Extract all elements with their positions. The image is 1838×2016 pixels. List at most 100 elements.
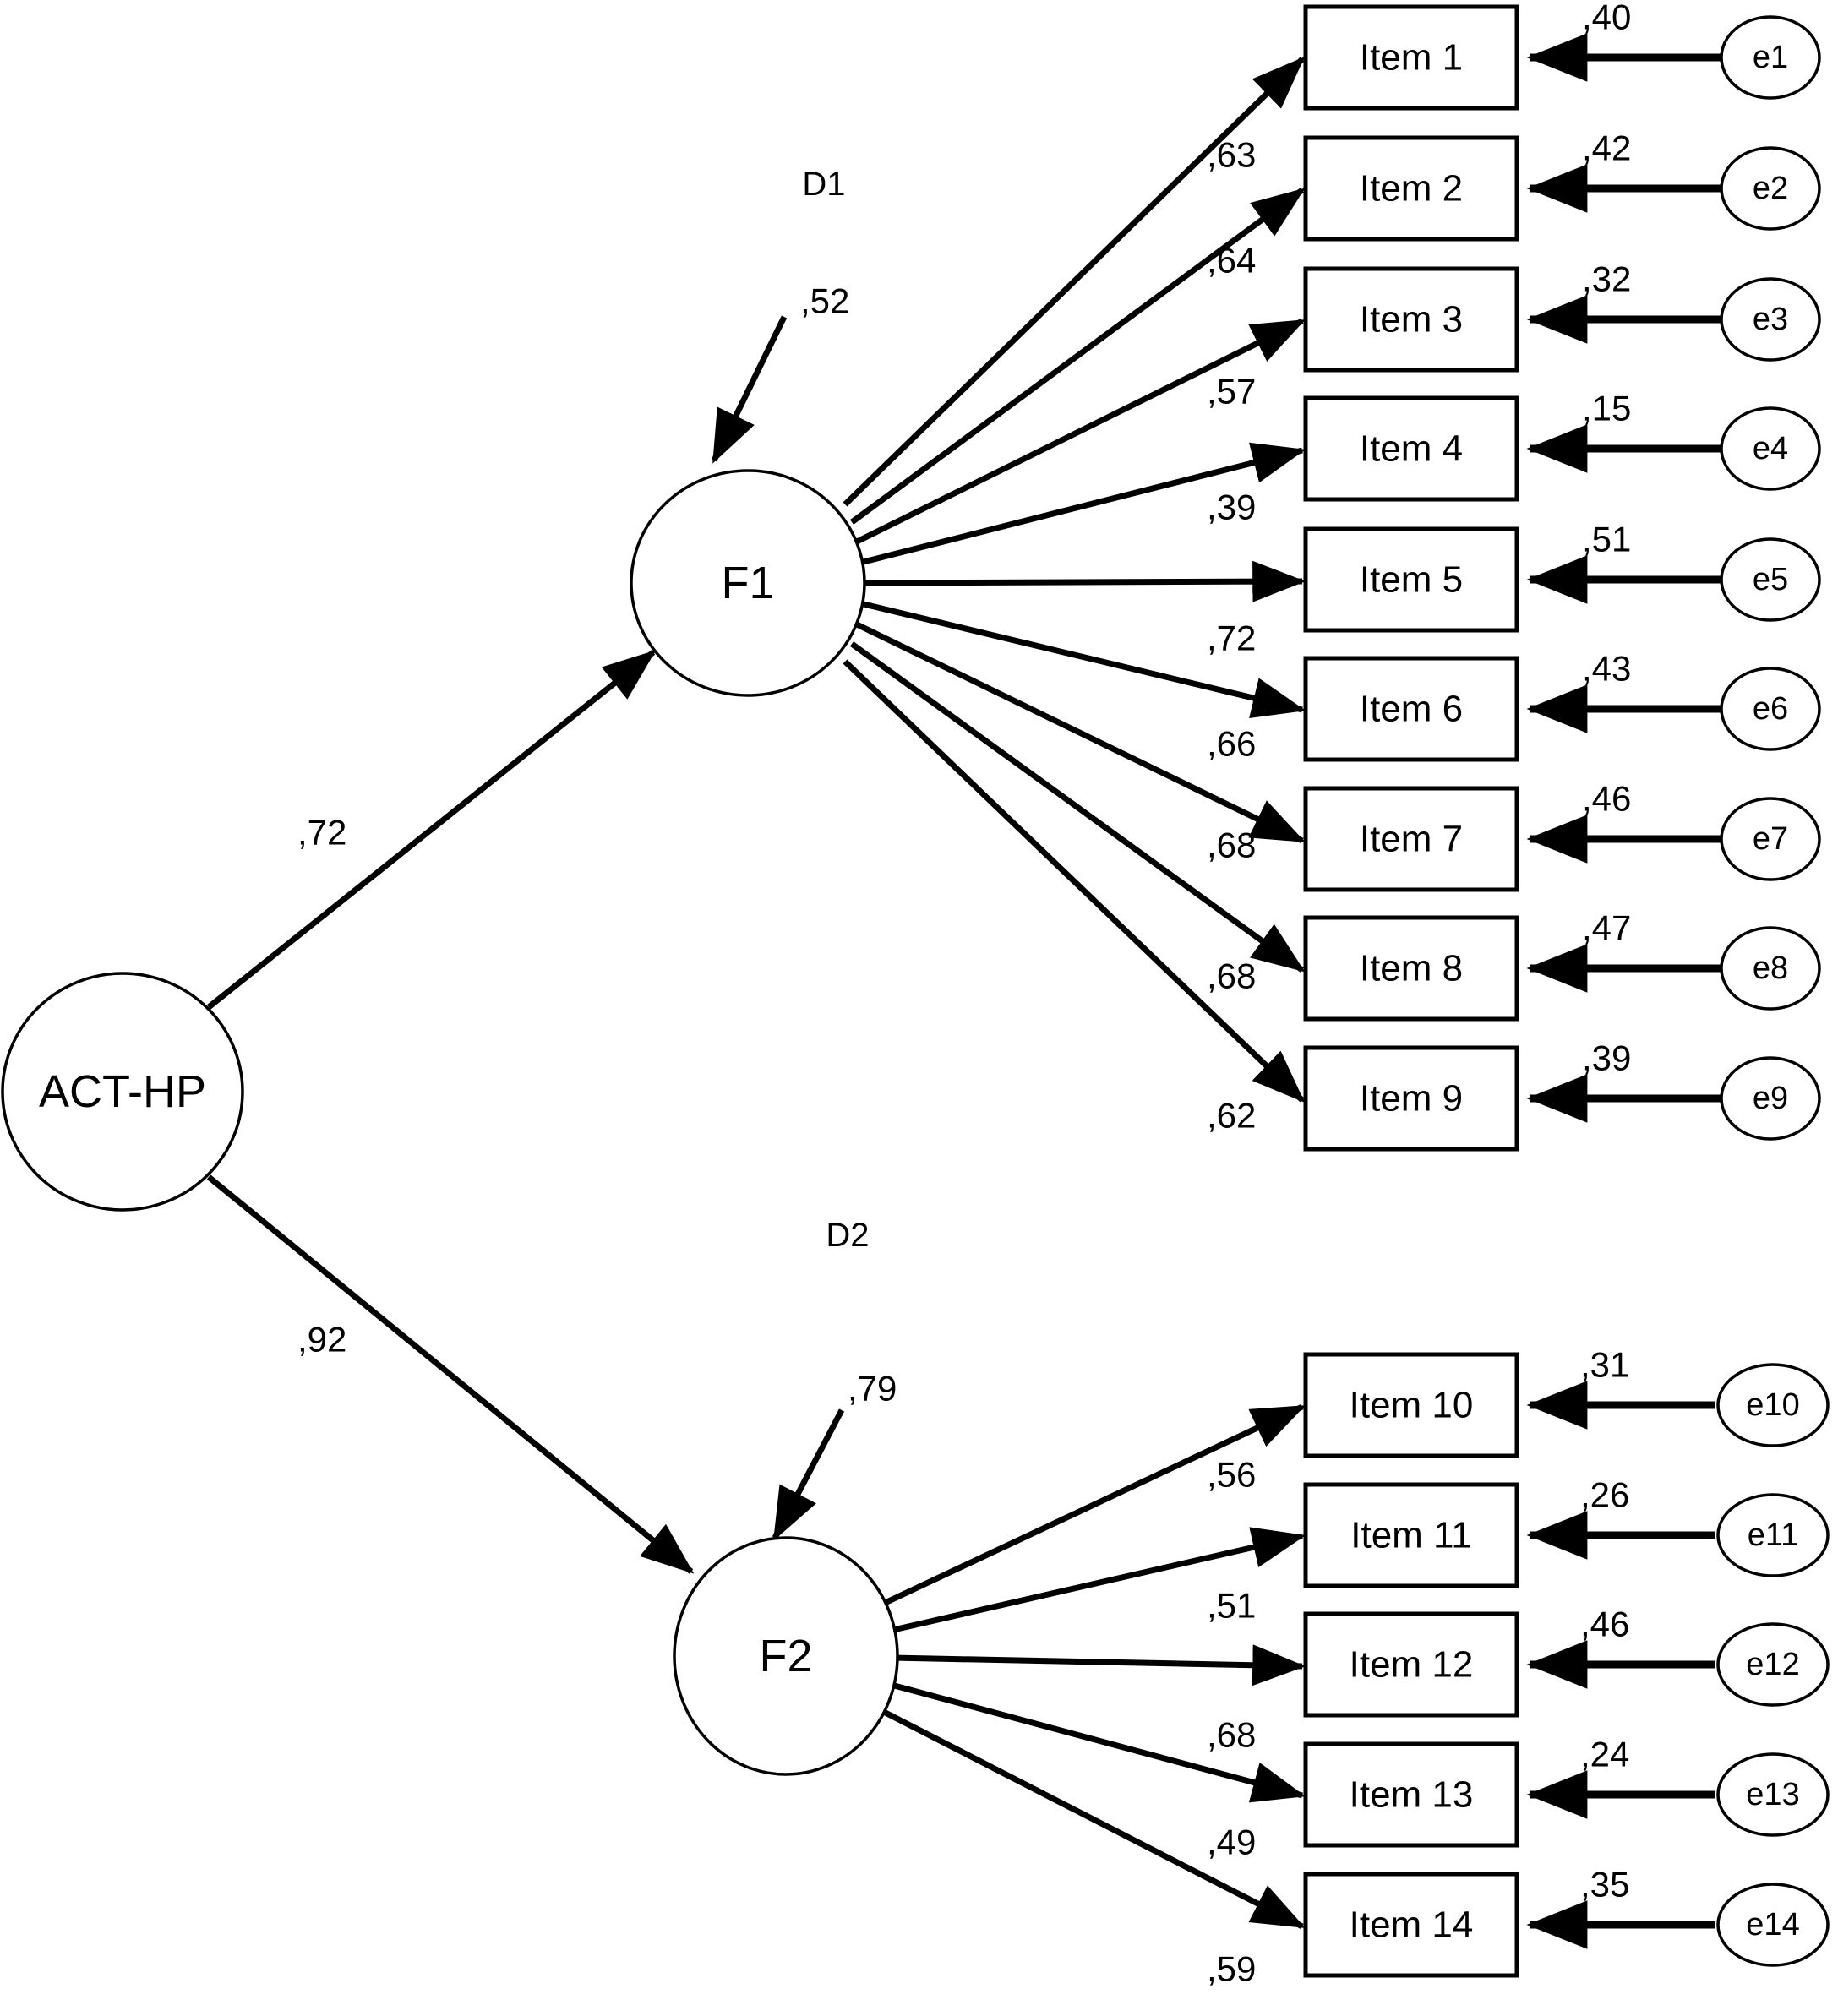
item-box-11[interactable]: Item 11	[1303, 1482, 1519, 1588]
error-label-e5: e5	[1753, 562, 1788, 597]
item-label-13: Item 13	[1350, 1774, 1474, 1816]
structural-path-acthp-f2: ,92	[206, 1174, 695, 1574]
loading-path-f2-item12: ,68	[892, 1644, 1306, 1755]
error-label-e3: e3	[1753, 302, 1788, 337]
item-label-6: Item 6	[1360, 689, 1463, 730]
loading-path-f1-item6: ,66	[859, 600, 1306, 764]
loading-path-f1-item9: ,62	[843, 659, 1306, 1136]
item-box-5[interactable]: Item 5	[1303, 526, 1519, 633]
coefficient-f1-item5: ,72	[1207, 618, 1256, 658]
error-arrow-e14: ,35	[1526, 1865, 1715, 1949]
coefficient-acthp-f2: ,92	[297, 1320, 346, 1359]
error-node-e1[interactable]: e1	[1720, 15, 1821, 100]
item-label-9: Item 9	[1360, 1078, 1463, 1120]
item-label-4: Item 4	[1360, 428, 1463, 470]
error-node-e9[interactable]: e9	[1720, 1056, 1821, 1141]
item-box-8[interactable]: Item 8	[1303, 915, 1519, 1022]
error-node-e6[interactable]: e6	[1720, 667, 1821, 751]
error-node-e4[interactable]: e4	[1720, 406, 1821, 491]
error-arrow-e4: ,15	[1526, 389, 1721, 473]
factor-label-f1: F1	[721, 558, 774, 608]
item-label-12: Item 12	[1350, 1644, 1474, 1686]
error-arrow-e2: ,42	[1526, 128, 1721, 213]
error-node-e5[interactable]: e5	[1720, 537, 1821, 622]
error-arrow-e13: ,24	[1526, 1735, 1715, 1819]
coefficient-e5: ,51	[1582, 520, 1631, 559]
error-node-e11[interactable]: e11	[1716, 1493, 1830, 1577]
item-box-2[interactable]: Item 2	[1303, 135, 1519, 242]
error-node-e13[interactable]: e13	[1716, 1752, 1830, 1837]
second-order-factor-label: ACT-HP	[39, 1066, 206, 1117]
disturbance-d1: D1 ,52	[711, 166, 849, 464]
coefficient-d2: ,79	[848, 1369, 897, 1408]
error-arrow-e3: ,32	[1526, 259, 1721, 344]
error-node-e7[interactable]: e7	[1720, 797, 1821, 881]
coefficient-f1-item8: ,68	[1207, 956, 1256, 996]
coefficient-f1-item6: ,66	[1207, 724, 1256, 764]
coefficient-e1: ,40	[1582, 0, 1631, 37]
coefficient-f1-item4: ,39	[1207, 488, 1256, 527]
error-arrow-e7: ,46	[1526, 779, 1721, 864]
item-box-3[interactable]: Item 3	[1303, 266, 1519, 373]
error-arrow-e10: ,31	[1526, 1345, 1715, 1430]
coefficient-f2-item13: ,49	[1207, 1823, 1256, 1862]
coefficient-e13: ,24	[1580, 1735, 1629, 1774]
item-label-3: Item 3	[1360, 299, 1463, 341]
item-label-7: Item 7	[1360, 819, 1463, 860]
loading-path-f1-item8: ,68	[849, 641, 1306, 996]
loading-path-f1-item5: ,72	[861, 560, 1306, 658]
disturbance-label-d2: D2	[826, 1217, 869, 1254]
item-label-10: Item 10	[1350, 1385, 1474, 1426]
coefficient-f2-item10: ,56	[1207, 1455, 1256, 1495]
item-box-7[interactable]: Item 7	[1303, 786, 1519, 892]
error-label-e11: e11	[1748, 1517, 1799, 1553]
item-box-9[interactable]: Item 9	[1303, 1045, 1519, 1152]
coefficient-e2: ,42	[1582, 128, 1631, 168]
item-box-13[interactable]: Item 13	[1303, 1741, 1519, 1848]
loading-path-f2-item13: ,49	[887, 1681, 1306, 1862]
coefficient-e3: ,32	[1582, 259, 1631, 299]
error-node-e3[interactable]: e3	[1720, 277, 1821, 362]
error-arrow-e5: ,51	[1526, 520, 1721, 604]
loading-path-f1-item3: ,57	[855, 318, 1306, 545]
item-label-5: Item 5	[1360, 559, 1463, 601]
error-node-e8[interactable]: e8	[1720, 926, 1821, 1011]
item-box-6[interactable]: Item 6	[1303, 656, 1519, 762]
second-order-factor-acthp[interactable]: ACT-HP	[1, 972, 244, 1212]
error-label-e8: e8	[1753, 951, 1788, 986]
error-node-e12[interactable]: e12	[1716, 1622, 1830, 1707]
error-arrow-e11: ,26	[1526, 1475, 1715, 1560]
error-node-e10[interactable]: e10	[1716, 1363, 1830, 1447]
item-box-12[interactable]: Item 12	[1303, 1611, 1519, 1718]
coefficient-e14: ,35	[1580, 1865, 1629, 1904]
coefficient-f2-item12: ,68	[1207, 1715, 1256, 1755]
factor-node-f2[interactable]: F2	[673, 1536, 899, 1776]
error-node-e14[interactable]: e14	[1716, 1883, 1830, 1967]
error-arrow-e6: ,43	[1526, 649, 1721, 733]
item-box-4[interactable]: Item 4	[1303, 395, 1519, 502]
factor-node-f1[interactable]: F1	[630, 469, 866, 697]
item-box-10[interactable]: Item 10	[1303, 1352, 1519, 1458]
error-label-e6: e6	[1753, 691, 1788, 727]
item-box-14[interactable]: Item 14	[1303, 1872, 1519, 1978]
coefficient-e11: ,26	[1580, 1475, 1629, 1515]
error-label-e10: e10	[1746, 1387, 1799, 1423]
error-label-e13: e13	[1746, 1777, 1799, 1812]
error-arrow-e8: ,47	[1526, 908, 1721, 993]
loading-path-f1-item4: ,39	[859, 442, 1306, 566]
coefficient-f1-item2: ,64	[1207, 241, 1256, 281]
coefficient-e4: ,15	[1582, 389, 1631, 428]
coefficient-e10: ,31	[1580, 1345, 1629, 1385]
loading-path-f2-item10: ,56	[880, 1403, 1306, 1608]
item-label-2: Item 2	[1360, 168, 1463, 210]
error-node-e2[interactable]: e2	[1720, 146, 1821, 231]
loading-path-f2-item11: ,51	[889, 1527, 1306, 1634]
error-label-e1: e1	[1753, 40, 1788, 75]
item-label-1: Item 1	[1360, 37, 1463, 79]
error-arrow-e9: ,39	[1526, 1038, 1721, 1123]
item-box-1[interactable]: Item 1	[1303, 4, 1519, 111]
error-arrow-e12: ,46	[1526, 1605, 1715, 1689]
error-label-e4: e4	[1753, 431, 1788, 466]
coefficient-d1: ,52	[800, 281, 849, 321]
